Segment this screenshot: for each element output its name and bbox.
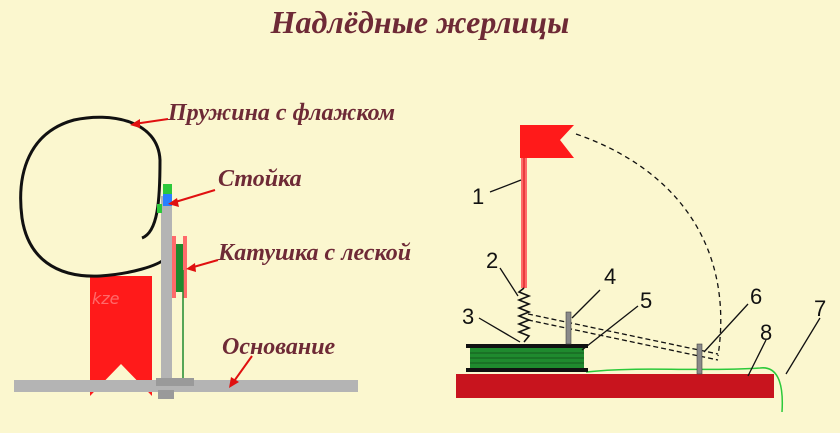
stand-cap-blue [163, 194, 172, 206]
leader-2 [499, 267, 519, 297]
spring-clip [157, 204, 162, 213]
pin-6 [696, 343, 703, 375]
arrowhead-reel [186, 263, 196, 272]
arrowhead-stand [168, 198, 179, 207]
leader-8 [747, 339, 767, 377]
base-board [456, 374, 774, 398]
coil-spring [516, 287, 532, 343]
callout-4: 4 [604, 264, 617, 289]
left-flag-ribbon [90, 276, 152, 396]
right-flag [520, 125, 574, 158]
callout-8: 8 [760, 320, 773, 345]
callout-5: 5 [640, 288, 653, 313]
left-stand [161, 196, 172, 386]
arrow-stand [171, 189, 216, 204]
left-reel-flange-a [172, 236, 176, 298]
diagram-title: Надлёдные жерлицы [270, 4, 570, 40]
pin-4 [565, 311, 572, 345]
label-base: Основание [222, 334, 336, 360]
label-reel-with-line: Катушка с леской [218, 240, 412, 266]
leader-4 [571, 289, 601, 319]
leader-3 [478, 317, 521, 343]
callout-3: 3 [462, 304, 475, 329]
leader-1 [489, 179, 522, 193]
arrowhead-base [229, 377, 239, 388]
left-reel-flange-b [183, 236, 187, 298]
callout-2: 2 [486, 248, 499, 273]
stand-foot [156, 378, 194, 386]
label-spring-with-flag: Пружина с флажком [168, 100, 396, 126]
callout-7: 7 [814, 296, 827, 321]
leader-7 [785, 317, 821, 375]
leader-6 [703, 303, 749, 353]
arrow-base [231, 355, 253, 385]
lever-rod-b [527, 319, 719, 361]
callout-6: 6 [750, 284, 763, 309]
fishing-line-right [585, 367, 784, 413]
callout-1: 1 [472, 184, 485, 209]
right-reel-flange-bottom [466, 368, 588, 372]
right-reel-flange-top [466, 344, 588, 348]
leader-5 [581, 305, 639, 351]
left-flag-watermark: kze [92, 289, 120, 308]
stand-cap-green [163, 184, 172, 194]
arrowhead-spring [130, 119, 140, 128]
spring-loop [19, 115, 168, 278]
label-stand: Стойка [218, 166, 302, 192]
flag-swing-arc [575, 133, 722, 357]
lever-rod-a [527, 313, 719, 355]
stand-bottom [158, 390, 174, 399]
